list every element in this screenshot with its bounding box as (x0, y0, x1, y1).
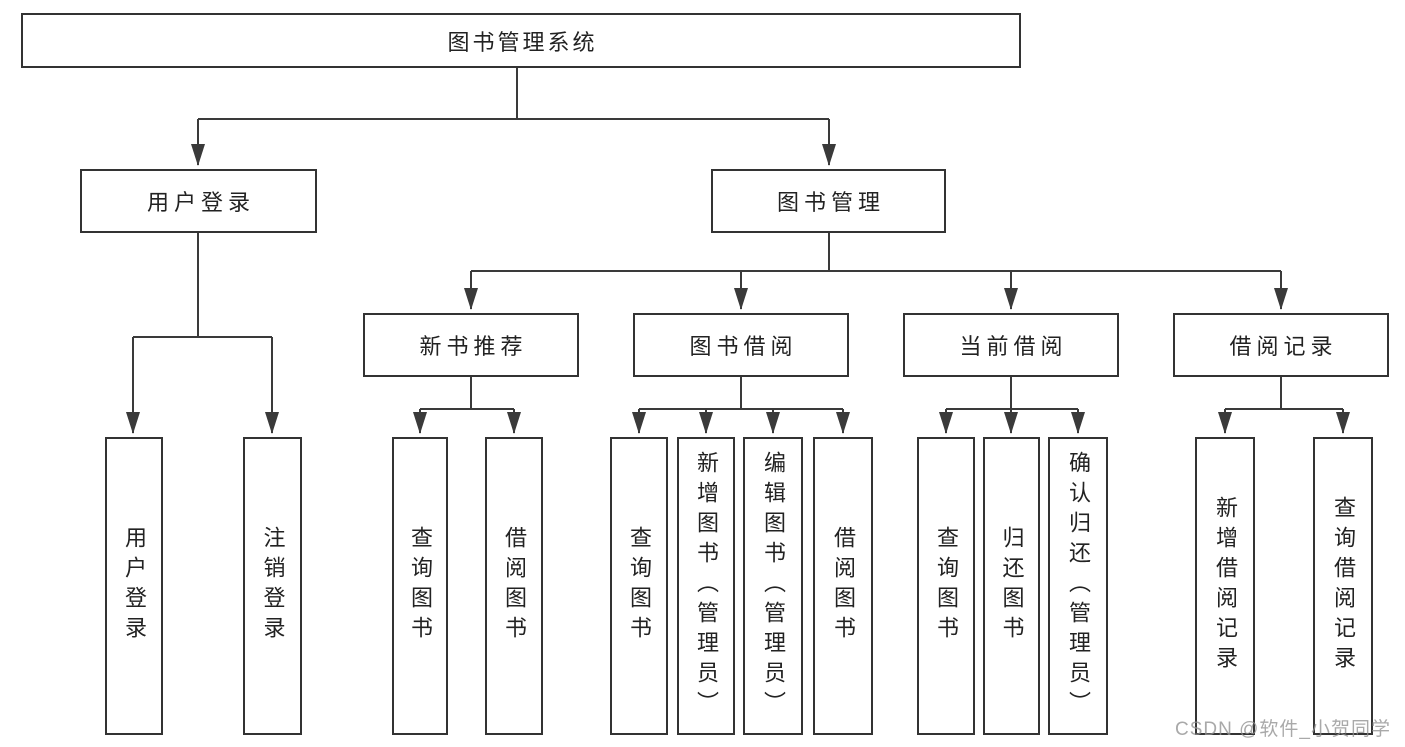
leaf-label: 新增图书（管理员） (694, 451, 719, 721)
leaf-label: 借阅图书 (831, 526, 856, 646)
leaf-label: 编辑图书（管理员） (761, 451, 786, 721)
node-label: 用户登录 (146, 190, 255, 215)
node-label: 图书管理 (776, 190, 885, 215)
leaf-borrow-books-borrow: 借阅图书 (813, 437, 873, 735)
leaf-query-books-current: 查询图书 (917, 437, 975, 735)
leaf-label: 确认归还（管理员） (1066, 451, 1091, 721)
leaf-add-borrow-record: 新增借阅记录 (1195, 437, 1255, 735)
leaf-label: 注销登录 (260, 526, 286, 646)
node-book-borrowing: 图书借阅 (633, 313, 849, 377)
leaf-label: 新增借阅记录 (1213, 496, 1238, 676)
leaf-add-book-admin: 新增图书（管理员） (677, 437, 735, 735)
leaf-label: 查询图书 (627, 526, 652, 646)
leaf-label: 查询图书 (934, 526, 959, 646)
node-label: 当前借阅 (959, 334, 1068, 359)
csdn-watermark: CSDN @软件_小贺同学 (1175, 719, 1391, 740)
node-new-book-recommend: 新书推荐 (363, 313, 579, 377)
leaf-user-login: 用户登录 (105, 437, 163, 735)
leaf-label: 借阅图书 (502, 526, 527, 646)
leaf-label: 查询借阅记录 (1331, 496, 1356, 676)
node-current-borrowing: 当前借阅 (903, 313, 1119, 377)
node-borrowing-records: 借阅记录 (1173, 313, 1389, 377)
leaf-label: 用户登录 (122, 526, 147, 646)
node-label: 图书借阅 (689, 334, 798, 359)
leaf-confirm-return-admin: 确认归还（管理员） (1048, 437, 1108, 735)
leaf-label: 归还图书 (999, 526, 1025, 646)
node-root-label: 图书管理系统 (447, 29, 598, 55)
leaf-edit-book-admin: 编辑图书（管理员） (743, 437, 803, 735)
node-label: 新书推荐 (419, 334, 528, 359)
node-label: 借阅记录 (1229, 334, 1338, 359)
leaf-query-books-recommend: 查询图书 (392, 437, 448, 735)
node-root: 图书管理系统 (21, 13, 1021, 68)
leaf-query-books-borrow: 查询图书 (610, 437, 668, 735)
node-book-management: 图书管理 (711, 169, 946, 233)
node-user-login-branch: 用户登录 (80, 169, 317, 233)
leaf-return-book: 归还图书 (983, 437, 1040, 735)
leaf-borrow-books-recommend: 借阅图书 (485, 437, 543, 735)
leaf-label: 查询图书 (408, 526, 433, 646)
leaf-logout: 注销登录 (243, 437, 302, 735)
leaf-query-borrow-record: 查询借阅记录 (1313, 437, 1373, 735)
